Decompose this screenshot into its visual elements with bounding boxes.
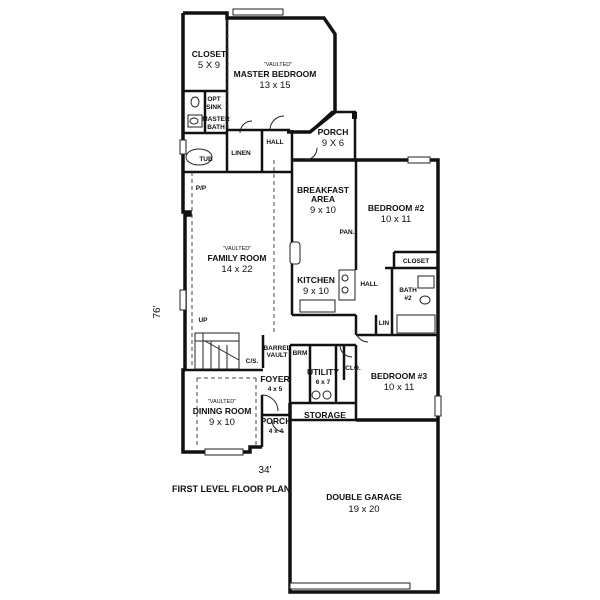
foyer-name: FOYER bbox=[260, 374, 289, 384]
family-room-note: "VAULTED" bbox=[223, 246, 252, 252]
overall-depth: 76' bbox=[152, 305, 163, 318]
porch-front-name: PORCH bbox=[261, 416, 292, 426]
pp-label: P/P bbox=[196, 185, 207, 192]
master-bath-label-1: MASTER bbox=[202, 116, 230, 123]
barrel-label: BARREL bbox=[263, 345, 290, 352]
bath2-number: #2 bbox=[404, 295, 412, 302]
brm-label: BRM bbox=[293, 350, 308, 357]
family-room-name: FAMILY ROOM bbox=[207, 253, 266, 263]
stairs bbox=[194, 332, 240, 370]
kitchen-size: 9 x 10 bbox=[303, 286, 329, 297]
bedroom3-name: BEDROOM #3 bbox=[371, 371, 427, 381]
closet-bed2-label: CLOSET bbox=[403, 258, 429, 265]
master-bath-label-2: BATH bbox=[207, 124, 225, 131]
breakfast-label-1: BREAKFAST bbox=[297, 185, 350, 195]
lin-label: LIN bbox=[379, 320, 390, 327]
master-bedroom-name: MASTER BEDROOM bbox=[234, 69, 317, 79]
bedroom2-size: 10 x 11 bbox=[381, 214, 411, 225]
breakfast-size: 9 x 10 bbox=[310, 205, 336, 216]
bedroom2-name: BEDROOM #2 bbox=[368, 203, 424, 213]
opt-label: OPT bbox=[207, 96, 220, 103]
cs-label: C/S. bbox=[246, 358, 259, 365]
up-label: UP bbox=[198, 317, 208, 324]
master-bedroom-note: "VAULTED" bbox=[264, 62, 293, 68]
porch-front-size: 4 x 4 bbox=[269, 428, 284, 435]
hall-side-label: HALL bbox=[360, 281, 377, 288]
dining-room-note: "VAULTED" bbox=[208, 399, 237, 405]
storage-label: STORAGE bbox=[304, 410, 346, 420]
vault-label: VAULT bbox=[267, 352, 288, 359]
fixtures bbox=[185, 96, 436, 400]
breakfast-label-2: AREA bbox=[311, 194, 335, 204]
dining-room-name: DINING ROOM bbox=[193, 406, 252, 416]
opt-sink-label: SINK bbox=[206, 104, 222, 111]
windows bbox=[179, 8, 442, 590]
dining-room-size: 9 x 10 bbox=[209, 417, 235, 428]
bedroom3-size: 10 x 11 bbox=[384, 382, 414, 393]
foyer-size: 4 x 5 bbox=[268, 386, 283, 393]
bath2-name: BATH bbox=[399, 287, 417, 294]
room-labels: CLOSET 5 X 9 "VAULTED" MASTER BEDROOM 13… bbox=[192, 49, 429, 515]
doors bbox=[239, 115, 369, 433]
pan-label: PAN. bbox=[339, 229, 354, 236]
garage-size: 19 x 20 bbox=[348, 504, 379, 515]
utility-size: 6 x 7 bbox=[316, 379, 331, 386]
master-bedroom-size: 13 x 15 bbox=[259, 80, 290, 91]
overall-width: 34' bbox=[258, 465, 271, 476]
linen-label: LINEN bbox=[231, 150, 251, 157]
interior-walls bbox=[183, 18, 438, 447]
hall-upper-label: HALL bbox=[266, 139, 283, 146]
closet-master-name: CLOSET bbox=[192, 49, 227, 59]
clo-label: CLO. bbox=[345, 365, 361, 372]
utility-name: UTILITY bbox=[307, 367, 339, 377]
garage-name: DOUBLE GARAGE bbox=[326, 492, 402, 502]
porch-rear-size: 9 X 6 bbox=[322, 138, 344, 149]
closet-master-size: 5 X 9 bbox=[198, 60, 220, 71]
plan-title: FIRST LEVEL FLOOR PLAN bbox=[172, 484, 290, 494]
family-room-size: 14 x 22 bbox=[221, 264, 252, 275]
tub-label: TUB bbox=[199, 156, 213, 163]
kitchen-name: KITCHEN bbox=[297, 275, 335, 285]
porch-rear-name: PORCH bbox=[318, 127, 349, 137]
vault-lines bbox=[191, 20, 275, 446]
